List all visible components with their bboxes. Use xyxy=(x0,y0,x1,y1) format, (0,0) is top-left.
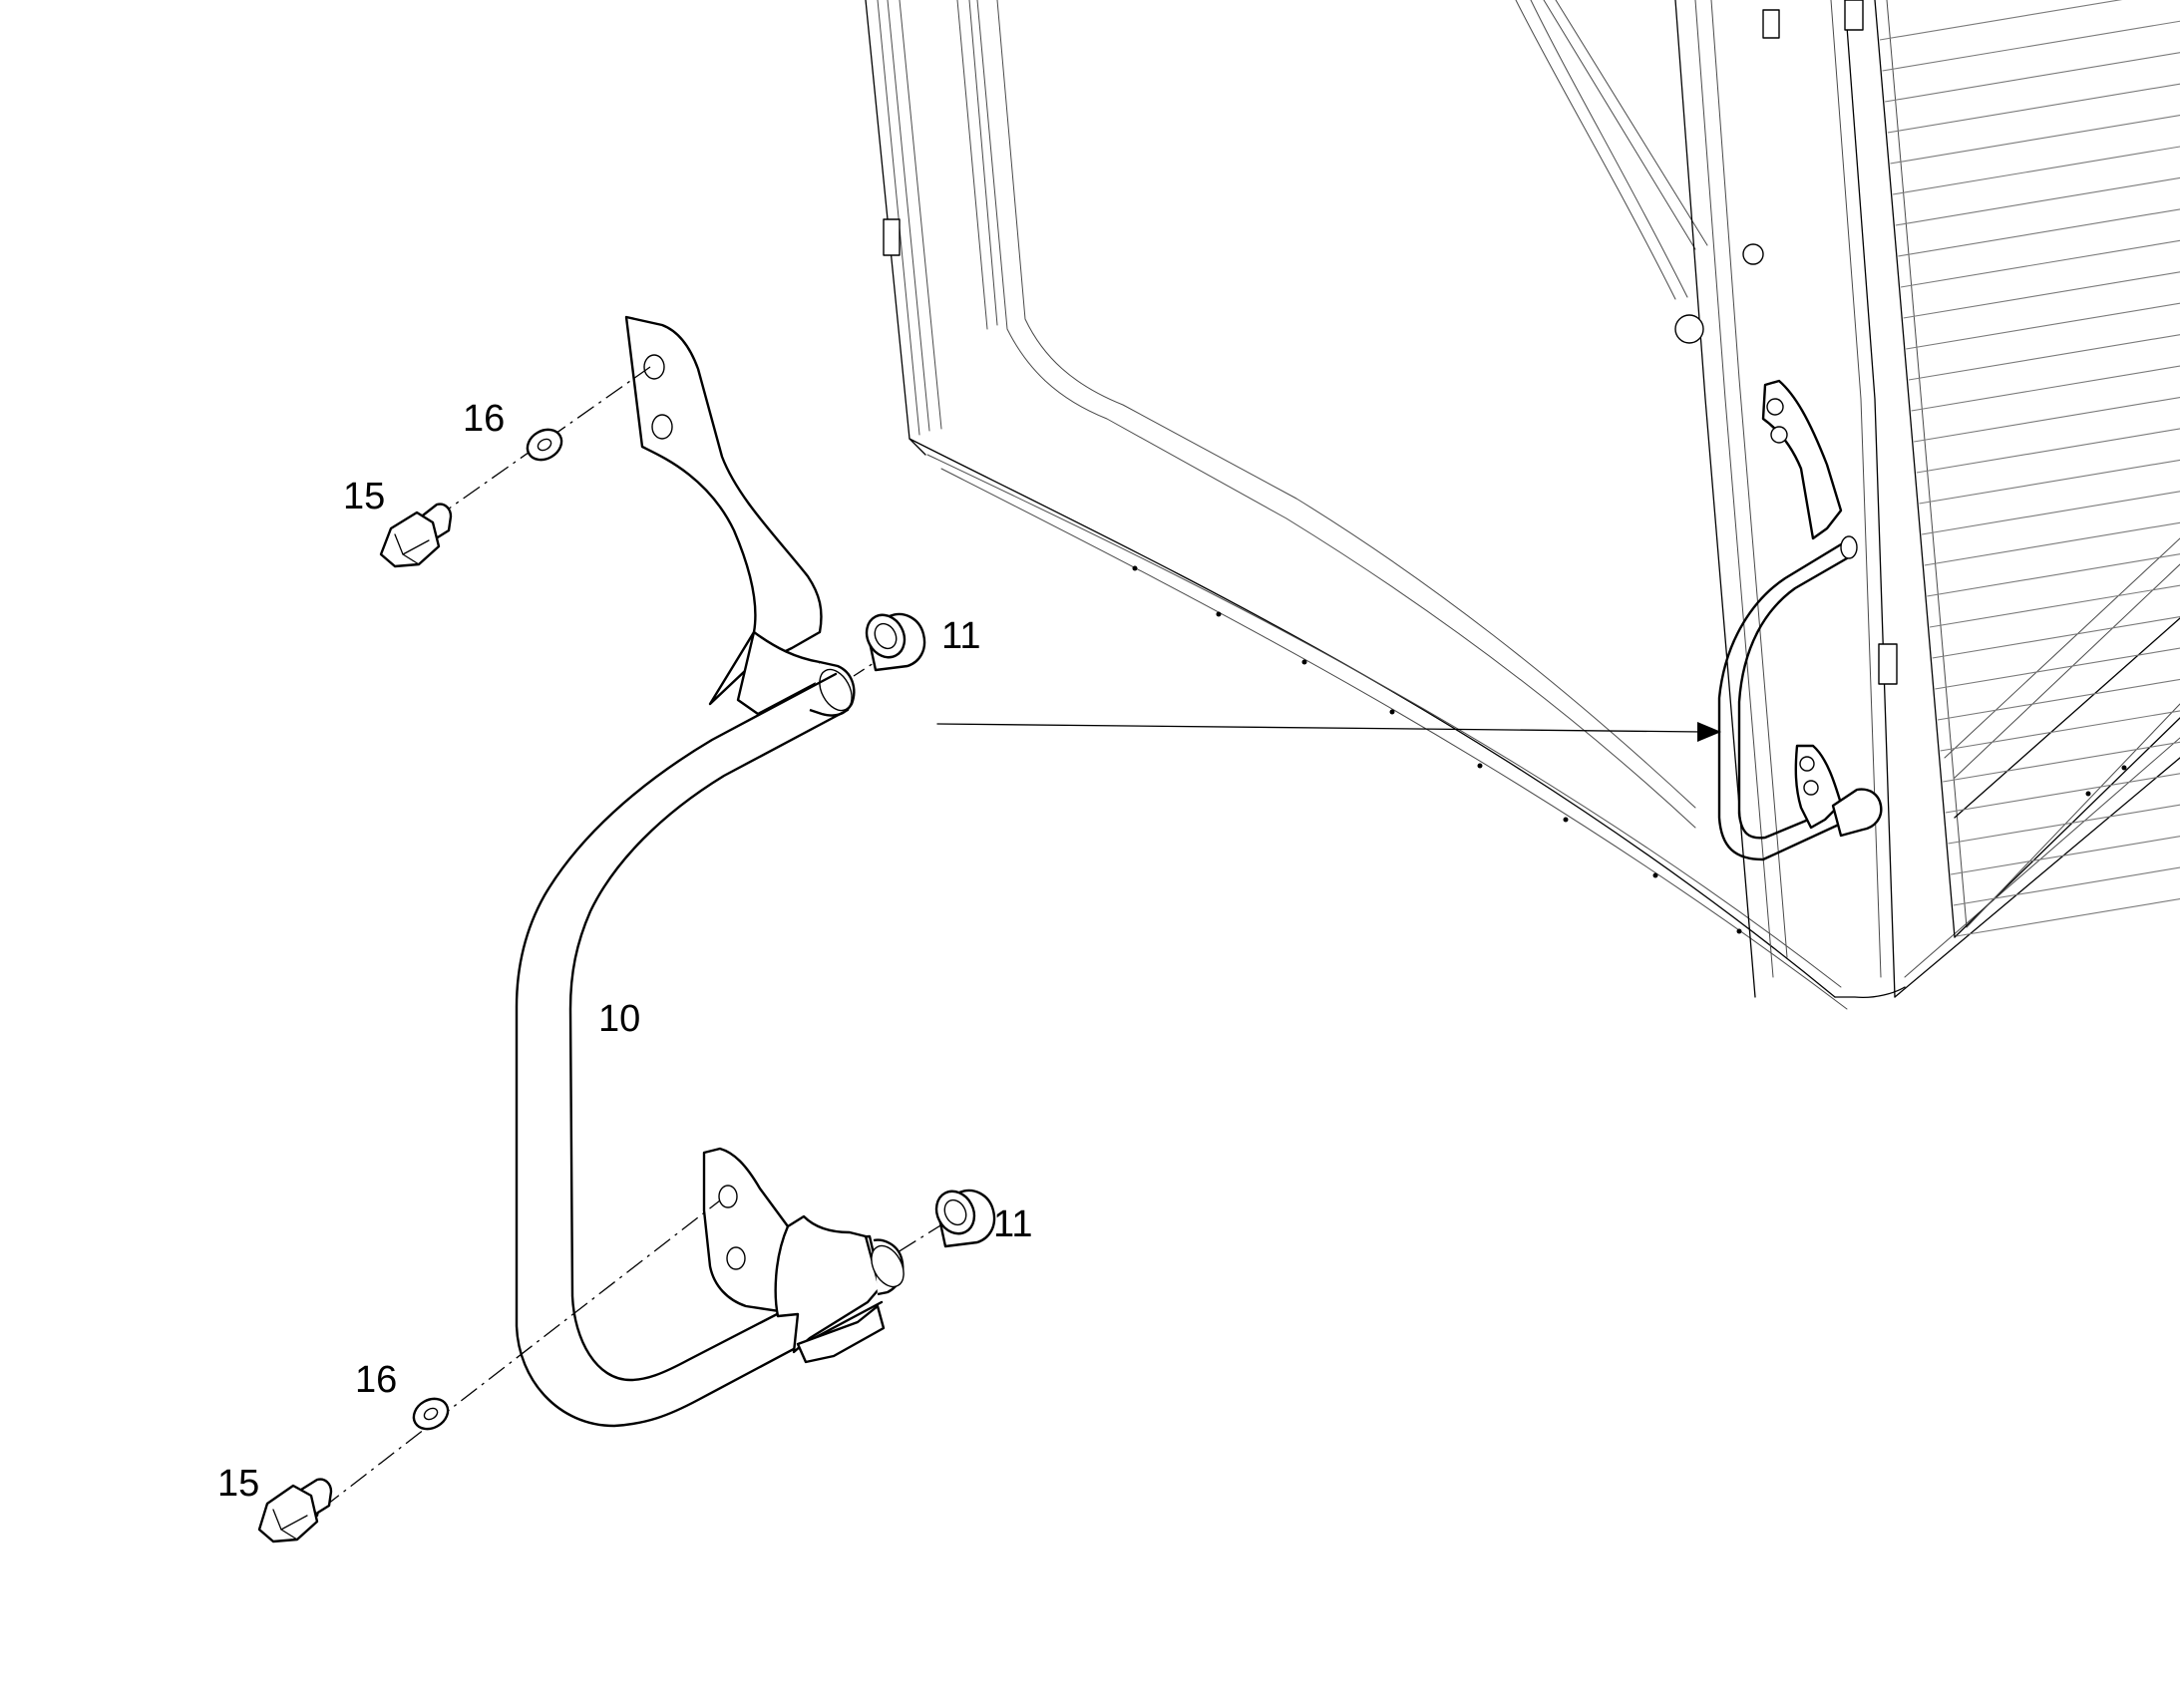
bushing-11-top xyxy=(865,612,926,672)
washer-16-bottom xyxy=(412,1397,450,1431)
louver-line xyxy=(1914,396,2180,443)
louver-line xyxy=(1908,334,2180,381)
washer-16-top xyxy=(526,428,563,462)
louver-line xyxy=(1892,146,2180,195)
cab-door-frame xyxy=(865,0,2180,1010)
louver-line xyxy=(1927,553,2180,597)
installed-grab-handle xyxy=(1717,379,1883,861)
callout-11-top: 11 xyxy=(941,615,980,657)
louver-line xyxy=(1948,804,2180,845)
bushing-11-bottom xyxy=(934,1189,996,1248)
louver-line xyxy=(1943,741,2180,783)
louver-line xyxy=(1885,52,2180,103)
louver-line xyxy=(1895,176,2180,226)
callout-10: 10 xyxy=(598,998,640,1040)
louver-line xyxy=(1903,271,2180,319)
louver-line xyxy=(1911,365,2180,412)
louver-line xyxy=(1916,428,2180,474)
louver-line xyxy=(1906,302,2180,350)
louver-line xyxy=(1890,115,2180,165)
louver-line xyxy=(1879,0,2123,41)
louver-line xyxy=(1937,678,2180,721)
callout-15-top: 15 xyxy=(343,476,385,517)
louver-line xyxy=(1935,647,2180,690)
louver-line xyxy=(1956,898,2180,937)
louver-line xyxy=(1882,20,2180,72)
callout-16-top: 16 xyxy=(463,398,505,440)
louver-line xyxy=(1929,584,2180,628)
louver-line xyxy=(1953,866,2180,906)
callout-11-bottom: 11 xyxy=(993,1203,1032,1245)
louver-line xyxy=(1951,836,2180,875)
louver-line xyxy=(1887,83,2180,134)
direction-arrow xyxy=(936,722,1721,742)
louver-line xyxy=(1932,616,2180,659)
louver-line xyxy=(1919,459,2180,505)
louver-line xyxy=(1898,208,2180,257)
louver-line xyxy=(1900,239,2180,288)
grab-handle-exploded xyxy=(515,315,905,1428)
louver-line xyxy=(1940,710,2180,752)
bolt-15-bottom xyxy=(257,1478,333,1543)
louver-line xyxy=(1922,491,2180,535)
louver-line xyxy=(1924,521,2180,566)
louver-panel xyxy=(1879,0,2180,937)
callout-15-bottom: 15 xyxy=(217,1463,259,1505)
callout-16-bottom: 16 xyxy=(355,1359,397,1401)
bolt-15-top xyxy=(379,503,453,568)
louver-line xyxy=(1945,773,2180,814)
